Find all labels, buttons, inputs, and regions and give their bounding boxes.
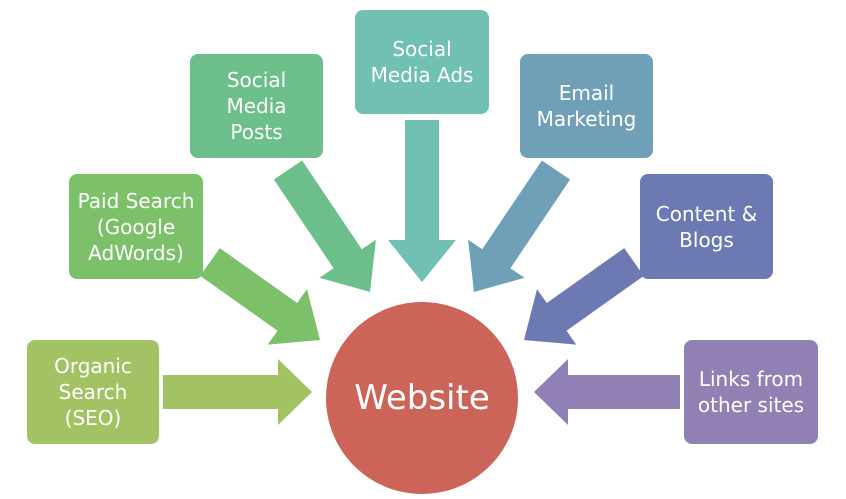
box-email-marketing: Email Marketing [520,54,653,158]
arrow-email [468,160,571,292]
box-links-from-other-sites: Links from other sites [684,340,818,444]
arrow-content [524,248,644,345]
box-social-media-ads: Social Media Ads [355,10,489,114]
website-circle: Website [326,302,518,494]
arrow-paid [200,248,320,345]
box-content-blogs: Content & Blogs [640,174,773,279]
arrow-links [534,359,680,425]
arrow-organic [163,359,312,425]
arrow-social-ads [388,120,456,282]
box-social-media-posts: Social Media Posts [190,54,323,158]
box-organic-search: Organic Search (SEO) [27,340,159,444]
arrow-social-posts [273,160,376,292]
box-paid-search: Paid Search (Google AdWords) [69,174,203,279]
